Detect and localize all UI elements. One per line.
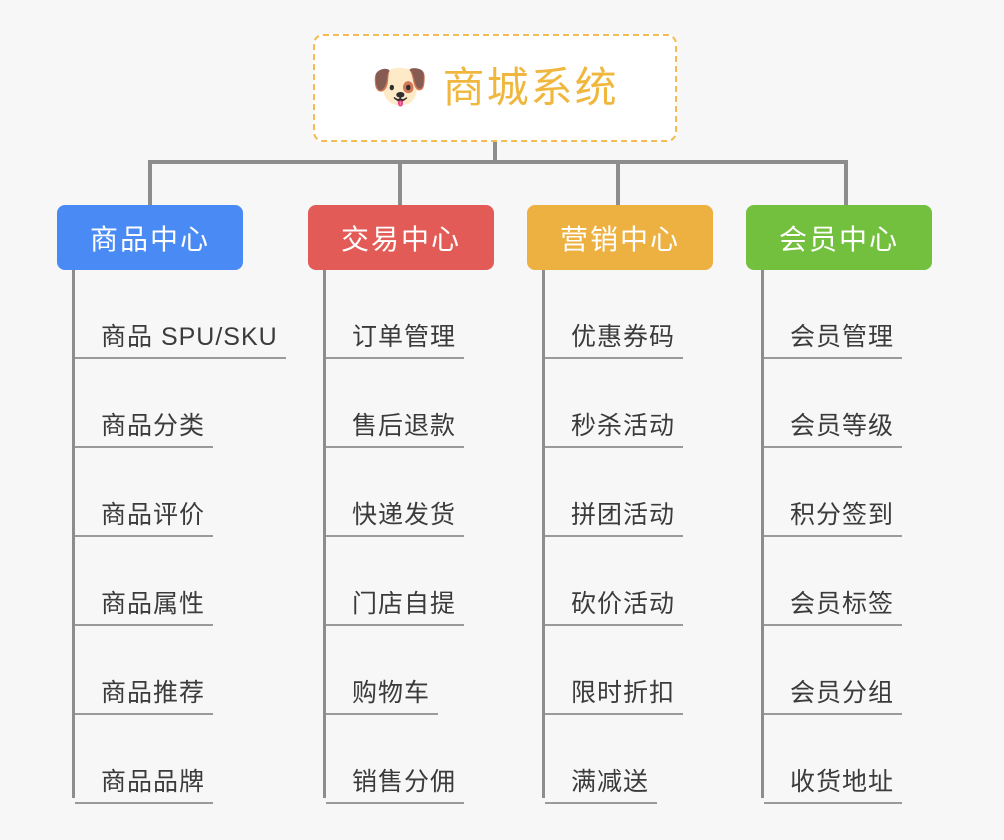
leaf-label: 商品品牌 [75,768,214,804]
leaf-label: 商品属性 [75,590,214,626]
leaf-list-marketing-center: 优惠券码 秒杀活动 拼团活动 砍价活动 限时折扣 满减送 [527,270,713,804]
leaf-label: 拼团活动 [545,501,684,537]
leaf-label: 满减送 [545,768,658,804]
leaf-list-member-center: 会员管理 会员等级 积分签到 会员标签 会员分组 收货地址 [746,270,932,804]
leaf-item[interactable]: 商品属性 [57,537,243,626]
leaf-label: 商品评价 [75,501,214,537]
leaf-label: 会员等级 [764,412,903,448]
leaf-label: 收货地址 [764,768,903,804]
leaf-label: 限时折扣 [545,679,684,715]
connector-drop-1 [148,160,152,205]
leaf-item[interactable]: 会员分组 [746,626,932,715]
leaf-list-trade-center: 订单管理 售后退款 快递发货 门店自提 购物车 销售分佣 [308,270,494,804]
branch-header-marketing-center[interactable]: 营销中心 [527,205,713,270]
connector-drop-2 [398,160,402,205]
leaf-item[interactable]: 商品推荐 [57,626,243,715]
root-node[interactable]: 🐶 商城系统 [313,34,677,142]
leaf-item[interactable]: 满减送 [527,715,713,804]
branch-label: 交易中心 [340,223,461,255]
leaf-item[interactable]: 会员管理 [746,270,932,359]
branch-label: 会员中心 [778,223,899,255]
branch-spine [542,270,545,798]
leaf-item[interactable]: 购物车 [308,626,494,715]
connector-stem [493,142,497,164]
shiba-dog-icon: 🐶 [371,60,429,112]
leaf-item[interactable]: 快递发货 [308,448,494,537]
leaf-label: 优惠券码 [545,323,684,359]
leaf-list-product-center: 商品 SPU/SKU 商品分类 商品评价 商品属性 商品推荐 商品品牌 [57,270,286,804]
branch-trade-center: 交易中心 订单管理 售后退款 快递发货 门店自提 购物车 销售分佣 [308,205,494,804]
leaf-item[interactable]: 砍价活动 [527,537,713,626]
leaf-item[interactable]: 秒杀活动 [527,359,713,448]
branch-header-trade-center[interactable]: 交易中心 [308,205,494,270]
branch-spine [761,270,764,798]
leaf-item[interactable]: 限时折扣 [527,626,713,715]
leaf-label: 门店自提 [326,590,465,626]
leaf-label: 商品分类 [75,412,214,448]
leaf-item[interactable]: 优惠券码 [527,270,713,359]
leaf-label: 商品推荐 [75,679,214,715]
root-title: 商城系统 [442,64,619,111]
branch-spine [323,270,326,798]
leaf-item[interactable]: 会员标签 [746,537,932,626]
leaf-label: 会员标签 [764,590,903,626]
branch-label: 营销中心 [559,223,680,255]
branch-header-product-center[interactable]: 商品中心 [57,205,243,270]
branch-label: 商品中心 [89,223,210,255]
leaf-item[interactable]: 商品评价 [57,448,243,537]
leaf-item[interactable]: 商品品牌 [57,715,243,804]
leaf-item[interactable]: 售后退款 [308,359,494,448]
leaf-label: 销售分佣 [326,768,465,804]
leaf-item[interactable]: 会员等级 [746,359,932,448]
branch-spine [72,270,75,798]
branch-member-center: 会员中心 会员管理 会员等级 积分签到 会员标签 会员分组 收货地址 [746,205,932,804]
leaf-item[interactable]: 商品分类 [57,359,243,448]
leaf-item[interactable]: 积分签到 [746,448,932,537]
branch-product-center: 商品中心 商品 SPU/SKU 商品分类 商品评价 商品属性 商品推荐 商品品牌 [57,205,286,804]
leaf-label: 会员分组 [764,679,903,715]
branch-header-member-center[interactable]: 会员中心 [746,205,932,270]
leaf-label: 积分签到 [764,501,903,537]
branch-marketing-center: 营销中心 优惠券码 秒杀活动 拼团活动 砍价活动 限时折扣 满减送 [527,205,713,804]
leaf-item[interactable]: 订单管理 [308,270,494,359]
leaf-label: 购物车 [326,679,439,715]
leaf-label: 快递发货 [326,501,465,537]
leaf-item[interactable]: 门店自提 [308,537,494,626]
leaf-item[interactable]: 商品 SPU/SKU [57,270,286,359]
leaf-label: 砍价活动 [545,590,684,626]
connector-bus [148,160,848,164]
leaf-item[interactable]: 收货地址 [746,715,932,804]
leaf-item[interactable]: 销售分佣 [308,715,494,804]
leaf-label: 订单管理 [326,323,465,359]
connector-drop-4 [844,160,848,205]
connector-drop-3 [616,160,620,205]
leaf-label: 商品 SPU/SKU [75,323,286,359]
leaf-item[interactable]: 拼团活动 [527,448,713,537]
leaf-label: 会员管理 [764,323,903,359]
leaf-label: 售后退款 [326,412,465,448]
leaf-label: 秒杀活动 [545,412,684,448]
